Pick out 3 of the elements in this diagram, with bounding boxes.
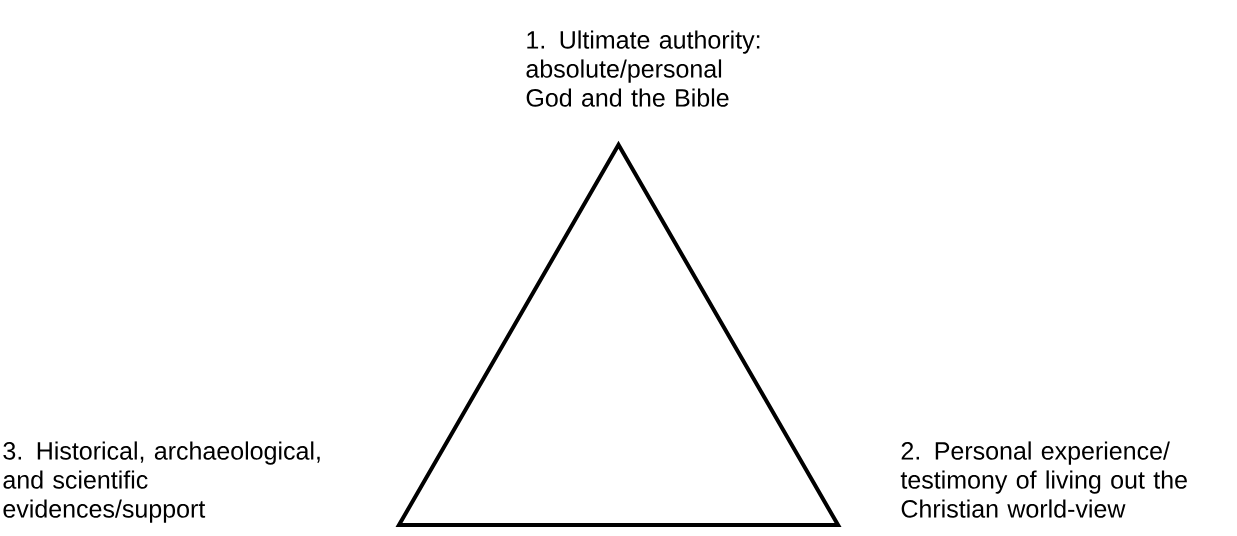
vertex-label: 2. Personal experience/ testimony of living out the Christian world-view [900, 441, 1187, 518]
vertex-label: 3. Historical, archaeological, and scientific evidences/support [3, 441, 320, 523]
vertex-label: 1. Ultimate authority: absolute/personal God and the Bible [526, 30, 760, 107]
